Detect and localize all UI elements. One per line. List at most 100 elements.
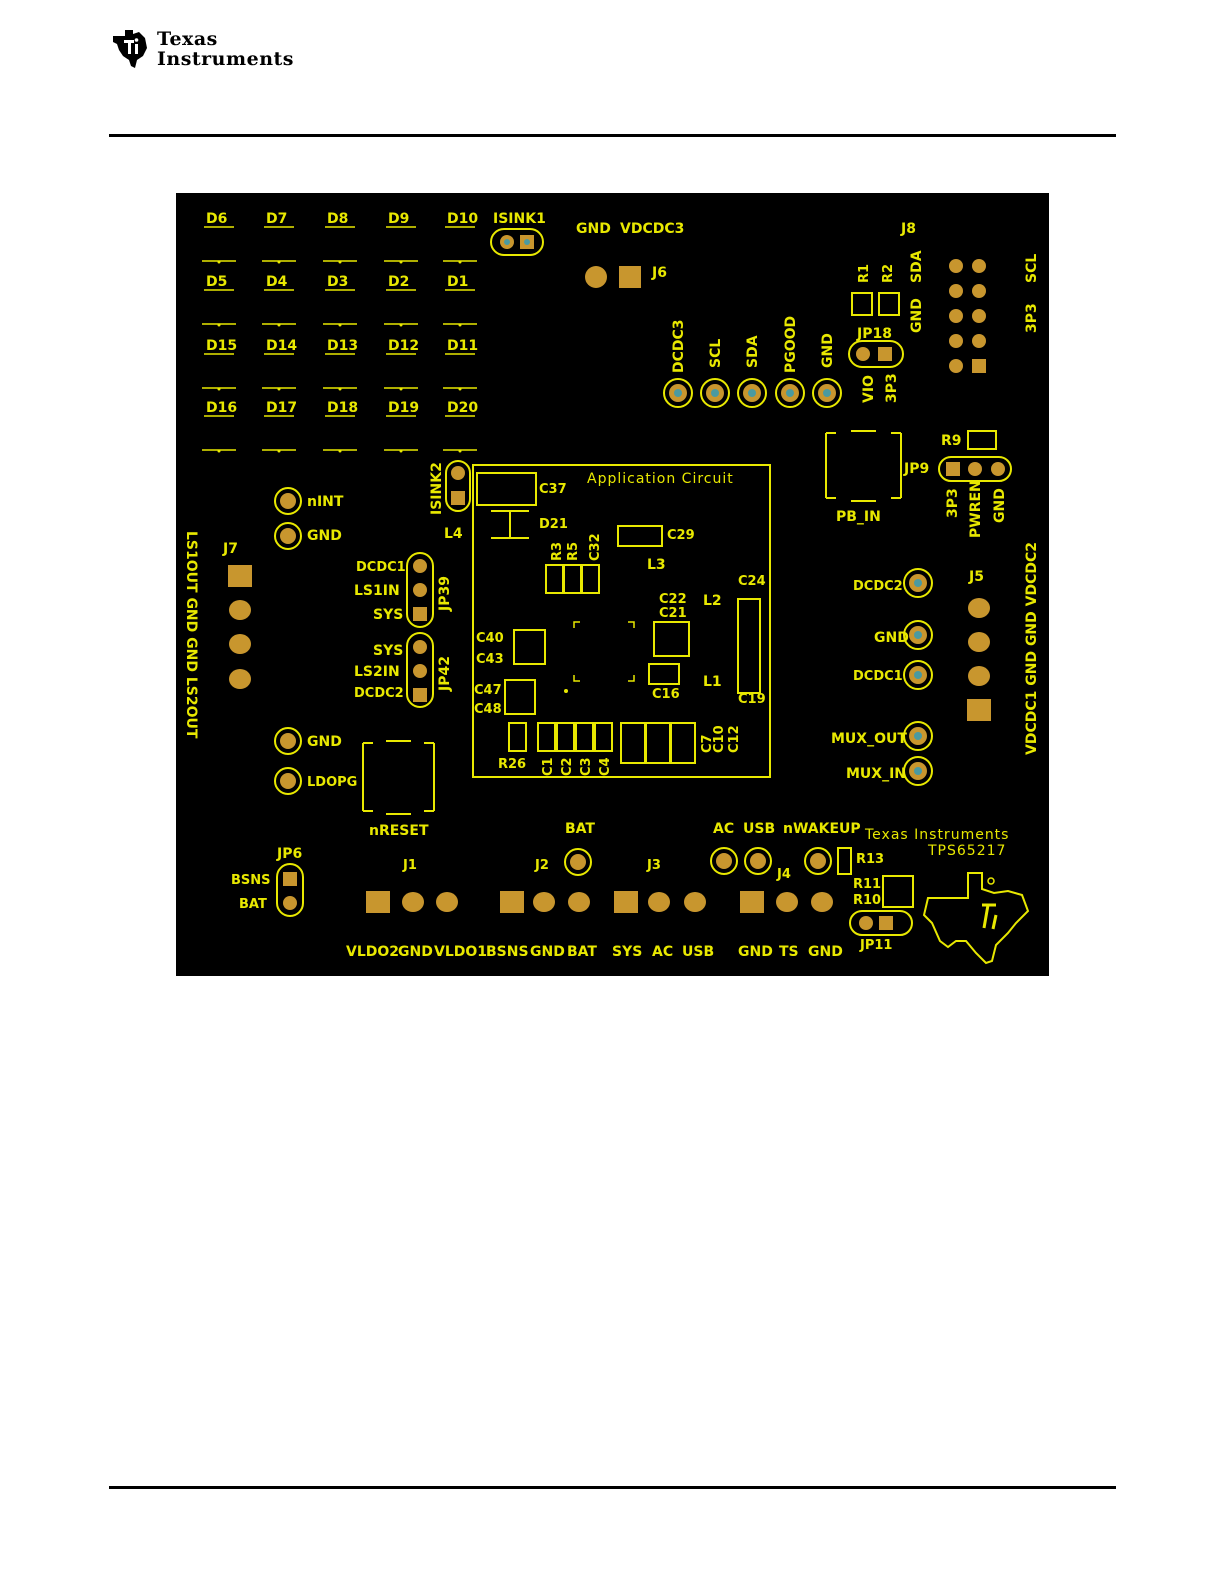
l3-label: L3 [647, 557, 666, 573]
connector-pad-round [648, 892, 670, 912]
d21-outline [491, 510, 529, 539]
j6-gnd-label: GND [576, 221, 611, 237]
bottom-connector-label: GND [398, 944, 433, 960]
j8-pin [949, 284, 963, 298]
test-point-center [674, 389, 682, 397]
connector-pad-round [684, 892, 706, 912]
r1-label: R1 [857, 264, 872, 283]
connector-pad-square [500, 891, 524, 913]
c7-label: C7 [700, 734, 715, 753]
pb-in-label: PB_IN [836, 509, 881, 525]
led-polarity-mark [338, 449, 342, 453]
gnd-tp1-ring [274, 522, 302, 550]
company-line2: Instruments [157, 48, 294, 70]
test-point-center [823, 389, 831, 397]
bottom-connector-label: TS [779, 944, 799, 960]
tp-ac-ring [710, 847, 738, 875]
c32-outline [581, 564, 600, 594]
r11-label: R11 [853, 877, 881, 892]
tp-mux-in-label: MUX_IN [846, 766, 906, 782]
led-polarity-mark [277, 260, 281, 264]
ic-pin1-dot [564, 689, 568, 693]
led-label: D18 [327, 400, 358, 416]
test-point-ring [812, 378, 842, 408]
board-part: TPS65217 [927, 843, 1006, 859]
tp-mux-out-label: MUX_OUT [831, 731, 907, 747]
ldopg-tp [280, 773, 296, 789]
j5-pad-2 [968, 632, 990, 652]
c24-label: C24 [738, 574, 766, 589]
jp42-pad-dcdc2 [413, 688, 427, 702]
tp-gnd-right-label: GND [874, 630, 909, 646]
jp39-outline [406, 552, 434, 628]
bottom-connector-label: BSNS [486, 944, 529, 960]
j8-pin [972, 309, 986, 323]
test-point-center [914, 631, 922, 639]
j6-pad-vdcdc3 [619, 266, 641, 288]
nint-label: nINT [307, 494, 344, 510]
jp42-pad-sys [413, 640, 427, 654]
j7-label: J7 [222, 541, 238, 557]
tp-usb-label: USB [743, 821, 775, 837]
jp9-pad-gnd [991, 462, 1005, 476]
led-label: D17 [266, 400, 297, 416]
jp39-sys-label: SYS [373, 607, 403, 623]
led-label: D9 [388, 211, 409, 227]
d21-label: D21 [539, 517, 568, 532]
c29-outline [617, 525, 663, 547]
led-polarity-mark [217, 323, 221, 327]
tp-dcdc3-label: DCDC3 [671, 319, 687, 373]
r2-label: R2 [881, 264, 896, 283]
j8-pin [972, 334, 986, 348]
c2-label: C2 [560, 757, 575, 776]
jp9-pad-3p3 [946, 462, 960, 476]
tp-nwakeup-label: nWAKEUP [783, 821, 861, 837]
bottom-connector-label: VLDO2 [346, 944, 399, 960]
connector-pad-square [614, 891, 638, 913]
led-label: D1 [447, 274, 468, 290]
l4-label: L4 [444, 526, 463, 542]
j7-pad-4 [229, 669, 251, 689]
j4-label: J4 [776, 867, 791, 882]
r2-outline [878, 292, 900, 316]
c22-label: C22 [659, 592, 687, 607]
connector-pad-square [740, 891, 764, 913]
led-polarity-mark [399, 449, 403, 453]
connector-pad-round [436, 892, 458, 912]
test-points-top [663, 378, 842, 408]
led-label: D19 [388, 400, 419, 416]
gnd-tp1 [280, 528, 296, 544]
led-label: D6 [206, 211, 227, 227]
jp9-outline [938, 456, 1012, 482]
j7-pad-3 [229, 634, 251, 654]
connector-pad-round [811, 892, 833, 912]
jp6-pad-bat [283, 896, 297, 910]
tp-ac [716, 853, 732, 869]
led-label: D12 [388, 338, 419, 354]
j8-3p3-label: 3P3 [1024, 303, 1040, 333]
tp-bat [570, 854, 586, 870]
test-point-center [748, 389, 756, 397]
j5-side-label: VDCDC1 GND GND VDCDC2 [1024, 542, 1040, 755]
led-polarity-mark [338, 260, 342, 264]
company-line1: Texas [157, 28, 218, 50]
r9-label: R9 [941, 433, 962, 449]
jp6-pad-bsns [283, 872, 297, 886]
c48-label: C48 [474, 702, 502, 717]
j1-label: J1 [402, 858, 417, 873]
jp39-dcdc1-label: DCDC1 [356, 560, 406, 575]
connector-pad-square [366, 891, 390, 913]
test-point-ring [775, 378, 805, 408]
nreset-label: nRESET [369, 823, 429, 839]
test-point-ring [903, 568, 933, 598]
jp42-pad-ls2in [413, 664, 427, 678]
jp11-pad-1 [859, 916, 873, 930]
c47-c48-outline [504, 679, 536, 715]
c3-outline [575, 722, 594, 752]
jp9-gnd-label: GND [992, 488, 1008, 523]
c2-outline [556, 722, 575, 752]
bottom-connector-pads [366, 891, 833, 913]
test-points-right [903, 568, 933, 786]
r1-outline [851, 292, 873, 316]
